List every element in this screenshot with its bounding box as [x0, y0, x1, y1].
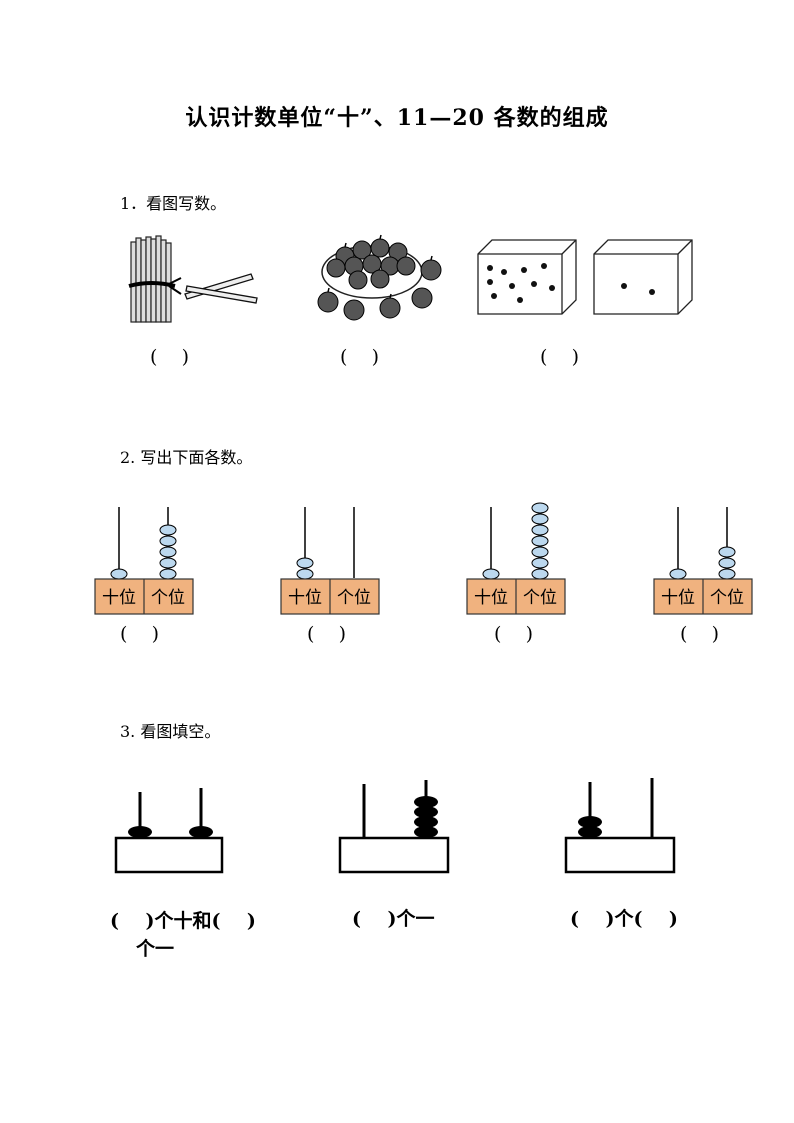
- tens-bead: [296, 568, 314, 580]
- apples-illustration: [317, 234, 442, 321]
- ones-bead: [414, 806, 438, 818]
- question-1-label: 1．看图写数。: [120, 194, 227, 213]
- answer-blank-2[interactable]: ( ): [340, 346, 379, 368]
- question-2-label: 2. 写出下面各数。: [120, 448, 253, 467]
- tens-place-label: 十位: [102, 588, 136, 608]
- answer-blank-3[interactable]: ( ): [540, 346, 579, 368]
- tens-bead: [482, 568, 500, 580]
- ones-bead: [414, 796, 438, 808]
- fill-blank-2[interactable]: ( )个一: [352, 908, 435, 930]
- tens-bead: [296, 557, 314, 569]
- ones-bead: [159, 568, 177, 580]
- ones-bead: [159, 546, 177, 558]
- tens-bead: [669, 568, 687, 580]
- question-3-label: 3. 看图填空。: [120, 722, 221, 741]
- counting-frames: [114, 778, 676, 874]
- ones-bead: [718, 568, 736, 580]
- ones-bead: [531, 535, 549, 547]
- abacus-answer-blank-3[interactable]: ( ): [494, 623, 533, 645]
- tens-bead: [110, 568, 128, 580]
- frame-base: [114, 836, 224, 874]
- ones-bead: [531, 546, 549, 558]
- ones-bead: [531, 557, 549, 569]
- counting-frame-1: [114, 788, 224, 874]
- counting-frame-3: [564, 778, 676, 874]
- frame-base: [338, 836, 450, 874]
- ones-bead: [159, 557, 177, 569]
- place-value-abacus-2: 十位个位: [280, 507, 380, 615]
- ones-place-label: 个位: [710, 588, 744, 608]
- place-value-abaci: 十位个位十位个位十位个位十位个位: [94, 502, 753, 615]
- tens-place-label: 十位: [661, 588, 695, 608]
- abacus-answer-blank-4[interactable]: ( ): [680, 623, 719, 645]
- ones-bead: [159, 524, 177, 536]
- ones-bead: [531, 502, 549, 514]
- tens-place-label: 十位: [474, 588, 508, 608]
- ones-bead: [531, 568, 549, 580]
- ones-bead: [189, 826, 213, 838]
- ones-place-label: 个位: [337, 588, 371, 608]
- ones-bead: [531, 513, 549, 525]
- tens-bead: [128, 826, 152, 838]
- tens-bead: [578, 826, 602, 838]
- place-value-abacus-4: 十位个位: [653, 507, 753, 615]
- fill-blank-1-line-2: 个一: [136, 938, 175, 960]
- sticks-illustration: [128, 235, 258, 323]
- tens-bead: [578, 816, 602, 828]
- ones-place-label: 个位: [523, 588, 557, 608]
- ones-place-label: 个位: [151, 588, 185, 608]
- abacus-answer-blank-2[interactable]: ( ): [307, 623, 346, 645]
- ones-bead: [414, 816, 438, 828]
- tadpoles-illustration: [477, 239, 693, 315]
- fill-blank-1-line-1[interactable]: ( )个十和( ): [110, 910, 256, 932]
- ones-bead: [531, 524, 549, 536]
- ones-bead: [718, 546, 736, 558]
- ones-bead: [159, 535, 177, 547]
- ones-bead: [414, 826, 438, 838]
- frame-base: [564, 836, 676, 874]
- ones-bead: [718, 557, 736, 569]
- abacus-answer-blank-1[interactable]: ( ): [120, 623, 159, 645]
- page-title: 认识计数单位“十”、11—20 各数的组成: [185, 105, 609, 131]
- tens-place-label: 十位: [288, 588, 322, 608]
- answer-blank-1[interactable]: ( ): [150, 346, 189, 368]
- place-value-abacus-3: 十位个位: [466, 502, 566, 615]
- counting-frame-2: [338, 780, 450, 874]
- fill-blank-3[interactable]: ( )个( ): [570, 908, 678, 930]
- place-value-abacus-1: 十位个位: [94, 507, 194, 615]
